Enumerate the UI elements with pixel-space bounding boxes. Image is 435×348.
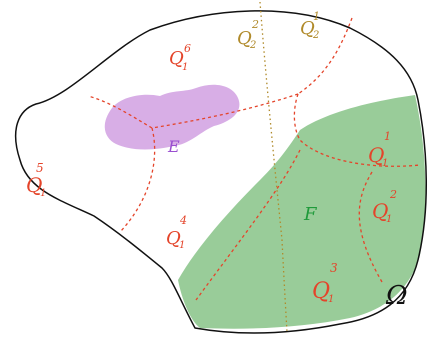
partition-lower-arc <box>358 171 383 283</box>
label-q2-2: Q 2 2 <box>237 18 259 51</box>
svg-text:2: 2 <box>249 40 256 51</box>
domain-boundary <box>14 10 428 334</box>
label-q1-5: Q 1 5 <box>26 161 46 199</box>
label-omega: Ω <box>385 281 408 311</box>
label-q1-2: Q 1 2 <box>372 188 397 225</box>
svg-text:4: 4 <box>179 214 187 227</box>
svg-text:Q: Q <box>237 28 252 49</box>
svg-text:1: 1 <box>179 240 185 251</box>
partition-upper-mid <box>151 93 299 129</box>
svg-text:3: 3 <box>330 261 338 275</box>
svg-text:Q: Q <box>372 199 388 223</box>
svg-text:1: 1 <box>328 294 334 305</box>
svg-text:2: 2 <box>312 30 319 41</box>
svg-text:Q: Q <box>26 173 42 197</box>
label-F: F <box>303 204 318 225</box>
svg-text:6: 6 <box>184 42 191 55</box>
svg-text:Q: Q <box>312 279 330 304</box>
partition-upper-left <box>87 95 153 129</box>
partition-top-right <box>297 17 353 95</box>
svg-text:1: 1 <box>386 214 392 225</box>
label-E: E <box>167 137 180 156</box>
label-q1-3: Q 1 3 <box>312 261 338 305</box>
label-q2-1: Q 2 1 <box>300 10 320 41</box>
label-q1-1: Q 1 1 <box>368 130 391 169</box>
partition-right-arc <box>293 93 421 167</box>
svg-text:1: 1 <box>182 62 188 73</box>
svg-text:1: 1 <box>382 158 388 169</box>
svg-text:2: 2 <box>389 188 397 201</box>
region-F <box>178 95 426 329</box>
svg-text:5: 5 <box>36 161 44 175</box>
svg-text:1: 1 <box>384 130 391 143</box>
svg-text:Q: Q <box>368 143 384 167</box>
svg-text:Q: Q <box>166 228 181 249</box>
svg-text:Q: Q <box>300 18 315 39</box>
partition-mid-diag <box>195 149 301 301</box>
svg-text:1: 1 <box>313 10 320 23</box>
svg-text:Q: Q <box>169 48 184 69</box>
region-E <box>104 84 240 150</box>
red-partition-lines <box>87 17 421 301</box>
svg-text:1: 1 <box>40 188 46 199</box>
label-q1-4: Q 1 4 <box>166 214 187 251</box>
svg-text:2: 2 <box>251 18 259 31</box>
gold-partition-line <box>259 1 288 333</box>
label-q1-6: Q 1 6 <box>169 42 191 73</box>
